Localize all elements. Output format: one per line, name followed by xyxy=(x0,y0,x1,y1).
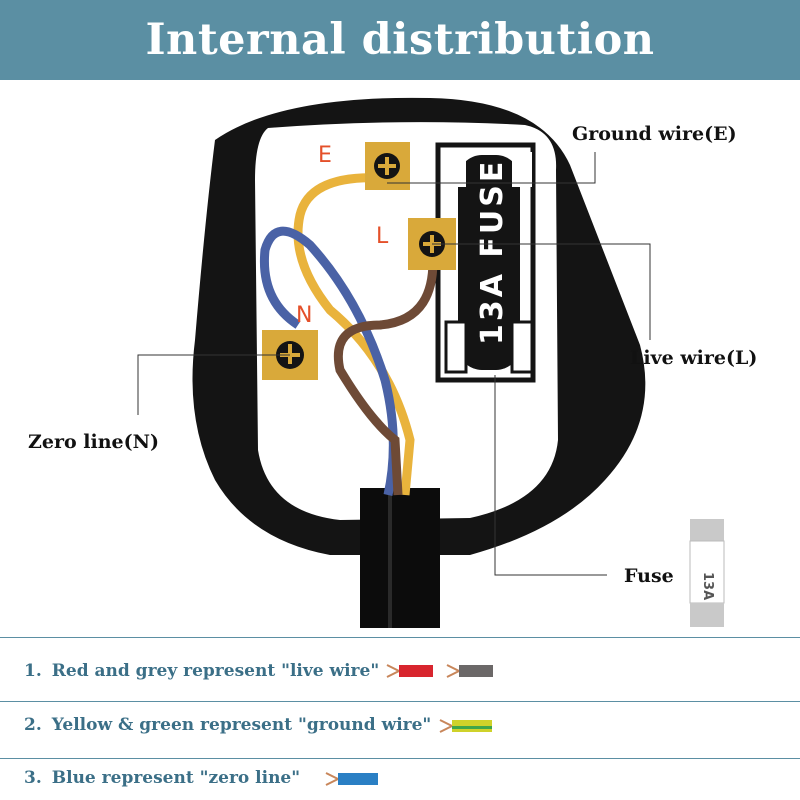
legend-text: Red and grey represent "live wire" xyxy=(51,661,380,681)
header-bar: Internal distribution xyxy=(0,0,800,80)
page-title: Internal distribution xyxy=(145,15,655,65)
fuse-body xyxy=(458,155,520,370)
live-wire-swatches xyxy=(386,664,493,678)
divider-1 xyxy=(0,637,800,638)
divider-2 xyxy=(0,701,800,702)
fuse-cap-top-right xyxy=(512,152,532,187)
divider-3 xyxy=(0,758,800,759)
cable-boot xyxy=(360,488,440,628)
cartridge-rating: 13A xyxy=(700,572,715,600)
live-wire-label: Live wire(L) xyxy=(630,347,757,369)
blue-wire-icon xyxy=(325,772,378,786)
fuse-cap-top xyxy=(446,152,466,187)
legend-text: Blue represent "zero line" xyxy=(51,768,301,788)
live-leader xyxy=(432,243,651,340)
ground-wire-label: Ground wire(E) xyxy=(572,123,737,145)
fuse-cap-bottom xyxy=(444,320,468,374)
legend-number: 2. xyxy=(24,715,42,735)
live-letter: L xyxy=(376,224,389,249)
fuse-label: 13A FUSE xyxy=(475,159,510,345)
fuse-callout-label: Fuse xyxy=(624,565,674,587)
legend-item-ground: 2. Yellow & green represent "ground wire… xyxy=(24,710,431,740)
yellow-green-wire-icon xyxy=(439,719,492,733)
live-wire xyxy=(333,244,438,496)
red-wire-icon xyxy=(386,664,433,678)
fuse-leader xyxy=(494,375,607,576)
neutral-wire xyxy=(259,226,398,496)
legend-text: Yellow & green represent "ground wire" xyxy=(51,715,432,735)
legend-number: 3. xyxy=(24,768,42,788)
zero-leader xyxy=(137,354,290,415)
cable-boot-shade xyxy=(388,488,392,628)
cartridge-fuse: 13A xyxy=(689,519,725,627)
zero-line-label: Zero line(N) xyxy=(28,431,159,453)
ground-leader xyxy=(387,152,596,184)
earth-terminal xyxy=(365,142,410,190)
legend-item-zero: 3. Blue represent "zero line" xyxy=(24,763,300,793)
legend-item-live: 1. Red and grey represent "live wire" xyxy=(24,656,379,686)
fuse-cap-bottom-right xyxy=(510,320,534,374)
zero-wire-swatch xyxy=(325,772,378,786)
neutral-letter: N xyxy=(296,303,312,328)
legend-number: 1. xyxy=(24,661,42,681)
earth-letter: E xyxy=(318,143,332,168)
plug-diagram: 13A FUSE E L N Ground wire(E) Live wire(… xyxy=(28,97,757,628)
grey-wire-icon xyxy=(446,664,493,678)
ground-wire-swatch xyxy=(439,719,492,733)
